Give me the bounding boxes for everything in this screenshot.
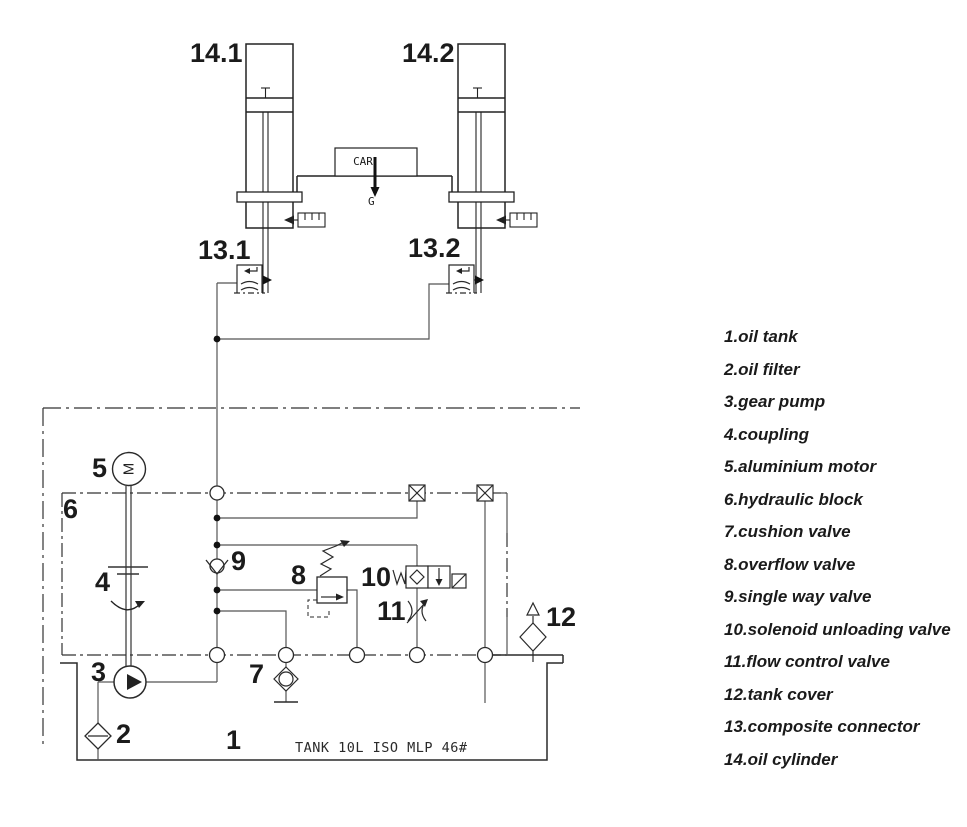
legend-item-overflow-valve: 8.overflow valve [724,554,856,574]
legend-item-gear-pump: 3.gear pump [724,392,826,411]
single-way-valve-symbol [205,558,229,576]
label-oil-cylinder-right: 14.2 [402,38,455,68]
gear-pump-symbol [113,665,147,699]
composite-connector-right-symbol [446,264,484,294]
label-tank-cover: 12 [546,602,577,632]
legend-item-flow-control-valve: 11.flow control valve [724,652,890,671]
junction-dots [213,335,221,615]
label-aluminium-motor: 5 [92,453,108,483]
legend-item-tank-cover: 12.tank cover [724,684,833,704]
oil-filter-symbol [84,722,112,750]
coupling-symbol [108,566,148,575]
label-gear-pump: 3 [91,657,107,687]
label-oil-tank: 1 [226,725,242,755]
legend-item-composite-connector: 13.composite connector [724,717,920,736]
label-single-way-valve: 9 [231,546,247,576]
composite-connector-left-symbol [234,264,272,294]
legend-item-solenoid-unloading-valve: 10.solenoid unloading valve [724,619,951,639]
plugged-port-left-icon [408,484,426,502]
solenoid-unloading-valve-symbol [392,565,467,589]
motor-m-glyph: M [121,463,138,476]
legend-item-coupling: 4.coupling [724,424,809,444]
motor-symbol: M [111,451,147,487]
overflow-valve-symbol [307,540,350,618]
oil-cylinder-right-symbol [448,43,515,293]
tank-cover-symbol [519,601,547,662]
label-composite-connector-left: 13.1 [198,235,251,265]
legend: 1.oil tank 2.oil filter 3.gear pump 4.co… [724,321,951,776]
cylinder-adjuster-right-icon [496,212,538,228]
oil-cylinder-left-symbol [236,43,303,293]
legend-item-single-way-valve: 9.single way valve [724,587,872,606]
motor-shaft [125,486,132,668]
label-hydraulic-block: 6 [63,494,79,524]
system-boundary [42,407,580,748]
car-label: CAR [353,155,373,168]
legend-item-oil-cylinder: 14.oil cylinder [724,749,838,769]
label-cushion-valve: 7 [249,659,265,689]
label-overflow-valve: 8 [291,560,307,590]
tank-spec-text: TANK 10L ISO MLP 46# [295,740,468,756]
label-oil-filter: 2 [116,719,132,749]
legend-item-cushion-valve: 7.cushion valve [724,522,851,541]
label-flow-control-valve: 11 [377,596,406,626]
oil-tank-outline [60,654,564,761]
legend-item-aluminium-motor: 5.aluminium motor [724,457,877,476]
label-solenoid-unloading-valve: 10 [361,562,392,592]
pipe-lines [97,282,508,760]
hydraulic-block-boundary [61,492,508,656]
label-coupling: 4 [95,567,111,597]
legend-item-oil-tank: 1.oil tank [724,327,798,346]
cylinder-adjuster-left-icon [284,212,326,228]
gravity-arrow-icon [370,157,380,197]
gravity-label: G [368,195,375,208]
rotation-arrow-icon [110,600,145,611]
cushion-valve-symbol [273,666,299,703]
legend-item-oil-filter: 2.oil filter [724,359,800,379]
flow-control-valve-symbol [406,599,428,624]
legend-item-hydraulic-block: 6.hydraulic block [724,489,863,509]
plugged-port-right-icon [476,484,494,502]
label-composite-connector-right: 13.2 [408,233,461,263]
block-port-circles [208,485,494,664]
label-oil-cylinder-left: 14.1 [190,38,243,68]
